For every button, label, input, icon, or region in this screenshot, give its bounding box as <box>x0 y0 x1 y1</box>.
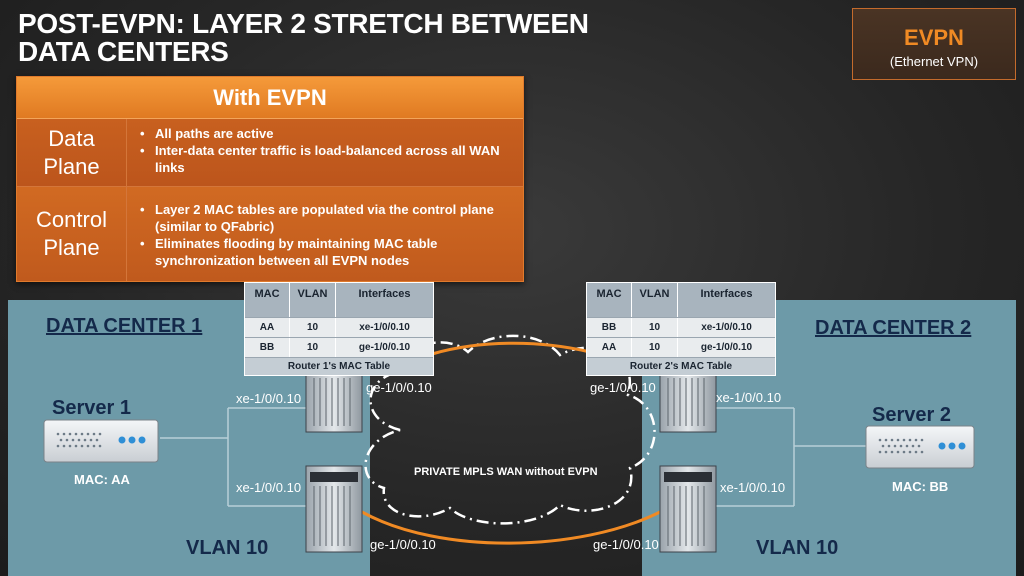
table-row: BB 10 xe-1/0/0.10 <box>587 317 775 337</box>
column-header: VLAN <box>632 283 678 317</box>
server-1-icon <box>43 419 159 463</box>
data-plane-label-line1: Data <box>48 125 95 151</box>
evpn-badge: EVPN (Ethernet VPN) <box>852 8 1016 80</box>
table-cell: AA <box>245 318 290 337</box>
mac-table-header: MAC VLAN Interfaces <box>587 283 775 317</box>
column-header: MAC <box>587 283 632 317</box>
control-plane-bullets: Layer 2 MAC tables are populated via the… <box>127 187 523 281</box>
table-cell: ge-1/0/0.10 <box>358 342 411 353</box>
dc2-iface-bottom-wan: ge-1/0/0.10 <box>593 537 659 552</box>
server-2-label: Server 2 <box>872 404 951 426</box>
table-cell: AA <box>587 338 632 357</box>
control-plane-label-line1: Control <box>36 207 107 232</box>
router-dc1-bottom-icon <box>305 465 363 553</box>
data-center-1-title: DATA CENTER 1 <box>46 315 203 337</box>
feature-table-header: With EVPN <box>17 77 523 119</box>
table-row: BB 10 ge-1/0/0.10 <box>245 337 433 357</box>
column-header: Interfaces <box>358 288 411 300</box>
table-cell: 10 <box>290 338 336 357</box>
table-row: AA 10 xe-1/0/0.10 <box>245 317 433 337</box>
dc1-iface-top-wan: ge-1/0/0.10 <box>366 380 432 395</box>
data-plane-bullets: All paths are active Inter-data center t… <box>127 119 523 186</box>
table-cell: 10 <box>632 318 678 337</box>
dc2-vlan-label: VLAN 10 <box>756 537 839 559</box>
column-header: Interfaces <box>700 288 753 300</box>
mac-table-caption: Router 2's MAC Table <box>587 357 775 375</box>
badge-subtitle: (Ethernet VPN) <box>889 54 979 69</box>
table-cell: BB <box>587 318 632 337</box>
badge-name: EVPN <box>904 25 964 50</box>
dc2-iface-top-wan: ge-1/0/0.10 <box>590 380 656 395</box>
title-line1: POST-EVPN: LAYER 2 STRETCH BETWEEN <box>18 8 589 39</box>
data-plane-row: Data Plane All paths are active Inter-da… <box>17 119 523 187</box>
dc2-iface-top-access: xe-1/0/0.10 <box>716 390 782 405</box>
router-1-mac-table: MAC VLAN Interfaces AA 10 xe-1/0/0.10 BB… <box>244 282 434 376</box>
data-plane-label: Data Plane <box>17 119 127 186</box>
server-2-mac: MAC: BB <box>892 479 949 494</box>
column-header: VLAN <box>290 283 336 317</box>
router-2-mac-table: MAC VLAN Interfaces BB 10 xe-1/0/0.10 AA… <box>586 282 776 376</box>
mac-table-header: MAC VLAN Interfaces <box>245 283 433 317</box>
dc1-iface-bottom-access: xe-1/0/0.10 <box>236 480 302 495</box>
data-plane-label-line2: Plane <box>43 153 100 179</box>
bullet: Layer 2 MAC tables are populated via the… <box>137 201 513 235</box>
bullet: Eliminates flooding by maintaining MAC t… <box>137 235 513 269</box>
wan-label: PRIVATE MPLS WAN without EVPN <box>414 466 598 478</box>
feature-table: With EVPN Data Plane All paths are activ… <box>16 76 524 282</box>
table-cell: 10 <box>632 338 678 357</box>
bullet: All paths are active <box>137 125 513 142</box>
dc1-iface-bottom-wan: ge-1/0/0.10 <box>370 537 436 552</box>
table-cell: xe-1/0/0.10 <box>359 322 410 333</box>
server-1-label: Server 1 <box>52 397 131 419</box>
data-center-2-title: DATA CENTER 2 <box>815 317 972 339</box>
wan-link-top <box>431 341 591 356</box>
control-plane-row: Control Plane Layer 2 MAC tables are pop… <box>17 187 523 281</box>
table-cell: BB <box>245 338 290 357</box>
column-header: MAC <box>245 283 290 317</box>
control-plane-label-line2: Plane <box>43 235 100 260</box>
server-2-icon <box>865 425 975 469</box>
table-row: AA 10 ge-1/0/0.10 <box>587 337 775 357</box>
table-cell: 10 <box>290 318 336 337</box>
wan-link-bottom <box>361 510 661 545</box>
control-plane-label: Control Plane <box>17 187 127 281</box>
mac-table-caption: Router 1's MAC Table <box>245 357 433 375</box>
dc2-iface-bottom-access: xe-1/0/0.10 <box>720 480 786 495</box>
wan-cloud <box>364 334 656 525</box>
table-cell: xe-1/0/0.10 <box>701 322 752 333</box>
slide-title: POST-EVPN: LAYER 2 STRETCH BETWEEN DATA … <box>18 10 658 66</box>
router-dc2-bottom-icon <box>659 465 717 553</box>
dc1-vlan-label: VLAN 10 <box>186 537 269 559</box>
server-1-mac: MAC: AA <box>74 472 130 487</box>
dc1-iface-top-access: xe-1/0/0.10 <box>236 391 302 406</box>
bullet: Inter-data center traffic is load-balanc… <box>137 142 513 176</box>
title-line2: DATA CENTERS <box>18 36 229 67</box>
table-cell: ge-1/0/0.10 <box>700 342 753 353</box>
